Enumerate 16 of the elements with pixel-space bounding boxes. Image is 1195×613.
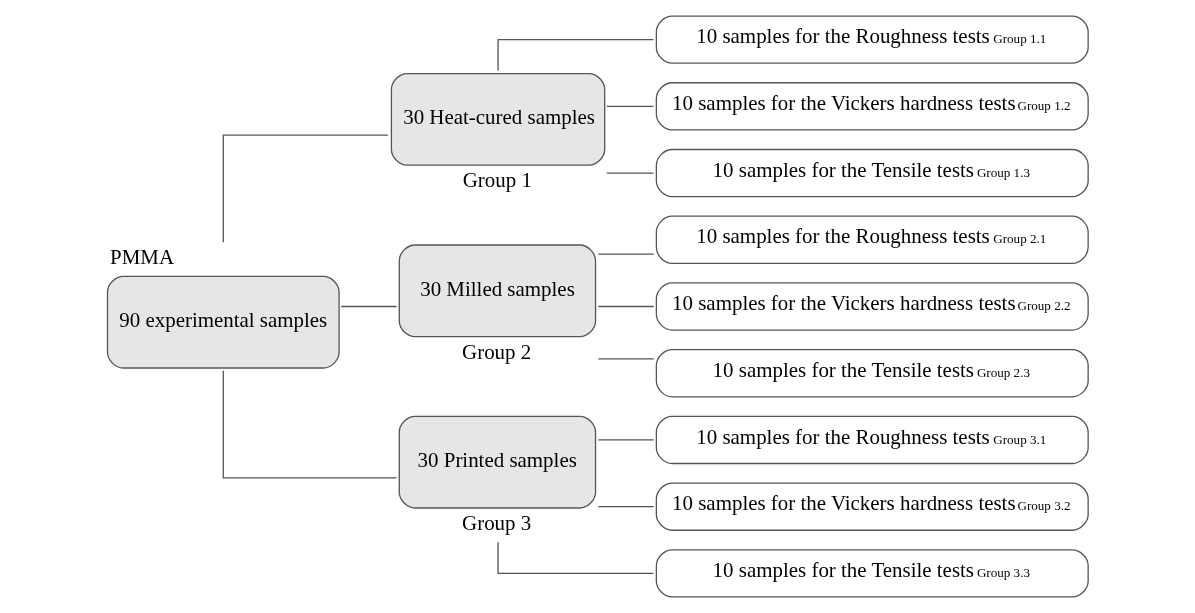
connector bbox=[597, 506, 655, 508]
connector bbox=[597, 253, 655, 255]
connector bbox=[606, 172, 655, 174]
connector bbox=[606, 105, 655, 107]
connector bbox=[497, 38, 655, 72]
connector bbox=[597, 439, 655, 441]
connector bbox=[340, 305, 398, 308]
connector bbox=[222, 134, 389, 243]
node-label: Group 1 bbox=[462, 168, 532, 193]
connector bbox=[497, 541, 655, 575]
connector bbox=[222, 370, 398, 479]
node-label: Group 2 bbox=[462, 339, 532, 364]
connector bbox=[597, 358, 655, 360]
connector bbox=[597, 305, 655, 308]
node-label: Group 3 bbox=[462, 510, 532, 535]
node-label: PMMA bbox=[110, 245, 175, 270]
